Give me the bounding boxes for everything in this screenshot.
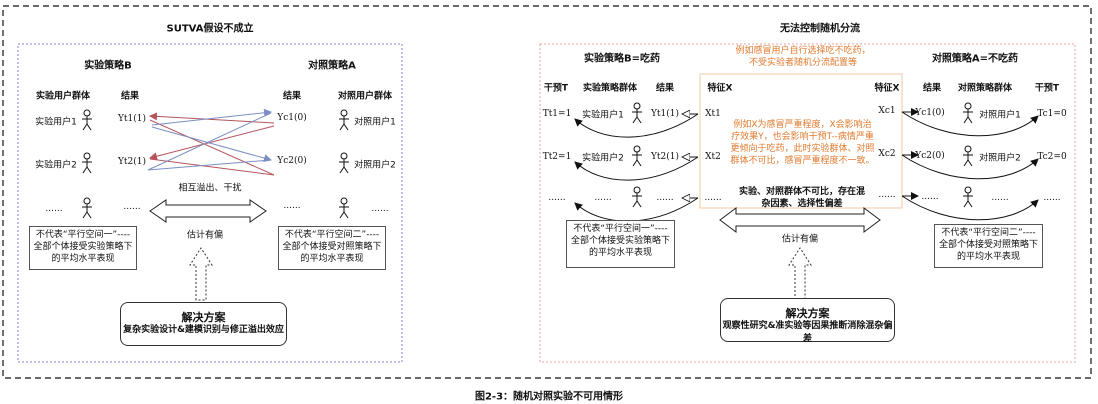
confounder-box — [699, 73, 903, 209]
person-icon — [339, 152, 349, 174]
person-icon — [963, 145, 973, 167]
ctrl-result: Yc2(0) — [277, 156, 307, 166]
figure-caption: 图2-3：随机对照实验不可用情形 — [474, 391, 624, 403]
outer-dashed-frame — [2, 5, 1092, 379]
treat-result: Yt1(1) — [650, 109, 680, 119]
person-icon — [82, 152, 92, 174]
ctrl-user-label: 对照用户1 — [979, 110, 1021, 121]
solution-title: 解决方案 — [785, 307, 830, 320]
t-right: ...... — [1043, 193, 1061, 203]
x-left: ...... — [704, 193, 722, 203]
right-control-title: 对照策略A=不吃药 — [931, 53, 1019, 65]
treat-user-label: 实验用户2 — [582, 153, 624, 164]
ctrl-user-label: 对照用户2 — [354, 160, 396, 171]
left-treatment-title: 实验策略B — [84, 60, 132, 72]
ctrl-user-label: ...... — [991, 193, 1009, 203]
x-right: Xc2 — [878, 149, 896, 159]
ctrl-user-label: ...... — [371, 204, 389, 214]
treat-user-label: ...... — [594, 193, 612, 203]
person-icon — [632, 145, 642, 167]
left-double-arrow — [149, 199, 267, 223]
treat-user-label: 实验用户1 — [582, 110, 624, 121]
header-t-right: 干预T — [1034, 83, 1060, 94]
treat-result: Yt2(1) — [650, 152, 680, 162]
ctrl-result: Yc2(0) — [915, 151, 945, 161]
treatment-assignment-curve — [574, 156, 699, 181]
right-treatment-title: 实验策略B=吃药 — [583, 53, 661, 65]
person-icon — [632, 102, 642, 124]
ctrl-result: Yc1(0) — [915, 108, 945, 118]
person-icon — [339, 109, 349, 131]
ctrl-user-label: 对照用户2 — [979, 153, 1021, 164]
left-bias-label: 估计有偏 — [186, 230, 224, 241]
control-assignment-curve — [901, 154, 1039, 180]
person-icon — [963, 186, 973, 208]
person-icon — [82, 109, 92, 131]
left-dashed-up-arrow — [189, 247, 213, 301]
right-note-box-control: 不代表“平行空间二”----全部个体接受对照策略下的平均水平表现 — [934, 224, 1043, 268]
header-x-left: 特征X — [707, 83, 733, 94]
treat-result: Yt1(1) — [117, 114, 147, 124]
confounder-conclusion: 实验、对照群体不可比，存在混杂因素、选择性偏差 — [738, 187, 865, 209]
header-t-left: 干预T — [543, 83, 569, 94]
treat-user-label: 实验用户2 — [35, 160, 77, 171]
interference-label: 相互溢出、干扰 — [178, 183, 242, 194]
t-right: Tc1=0 — [1037, 109, 1067, 119]
ctrl-result: ...... — [283, 201, 301, 211]
x-left: Xt1 — [705, 109, 721, 119]
t-left: Tt1=1 — [542, 109, 572, 119]
self-selection-note: 例如感冒用户自行选择吃不吃药，不受实验者随机分流配置等 — [735, 46, 871, 68]
header-treat-group: 实验策略群体 — [582, 83, 638, 94]
treat-result: ...... — [656, 193, 674, 203]
right-bias-label: 估计有偏 — [781, 234, 819, 245]
x-right: ...... — [878, 190, 896, 200]
header-ctrl-group: 对照用户群体 — [337, 91, 393, 102]
header-treat-group: 实验用户群体 — [35, 91, 91, 102]
x-left: Xt2 — [705, 152, 721, 162]
ctrl-result: Yc1(0) — [277, 113, 307, 123]
t-left: ...... — [548, 193, 566, 203]
person-icon — [632, 186, 642, 208]
t-right: Tc2=0 — [1037, 152, 1067, 162]
header-ctrl-result: 结果 — [282, 91, 302, 102]
header-ctrl-result: 结果 — [922, 83, 942, 94]
header-x-right: 特征X — [874, 83, 900, 94]
left-control-title: 对照策略A — [308, 60, 356, 72]
header-treat-result: 结果 — [120, 91, 140, 102]
person-icon — [82, 197, 92, 219]
interference-arrows — [147, 108, 275, 176]
left-solution-box: 解决方案 复杂实验设计&建模识别与修正溢出效应 — [120, 302, 287, 346]
right-dashed-up-arrow — [788, 247, 812, 301]
confounder-note: 例如X为感冒严重程度，X会影响治疗效果Y，也会影响干预T--病情严重更倾向于吃药… — [730, 120, 875, 166]
ctrl-result: ...... — [921, 192, 939, 202]
right-panel-frame — [539, 43, 1076, 363]
solution-text: 观察性研究&准实验等因果推断消除混杂偏差 — [722, 321, 893, 344]
header-ctrl-group: 对照策略群体 — [957, 83, 1013, 94]
treat-user-label: ...... — [45, 204, 63, 214]
header-treat-result: 结果 — [655, 83, 675, 94]
control-assignment-curve — [901, 111, 1039, 137]
left-note-box: 不代表“平行空间一”----全部个体接受实验策略下的平均水平表现 — [29, 226, 137, 270]
left-note-box-control: 不代表“平行空间二”----全部个体接受对照策略下的平均水平表现 — [278, 226, 386, 270]
treat-user-label: 实验用户1 — [35, 117, 77, 128]
treat-result: ...... — [123, 202, 141, 212]
right-double-arrow — [719, 207, 881, 233]
ctrl-user-label: 对照用户1 — [354, 117, 396, 128]
t-left: Tt2=1 — [542, 152, 572, 162]
treat-result: Yt2(1) — [117, 157, 147, 167]
left-title: SUTVA假设不成立 — [166, 23, 254, 35]
solution-text: 复杂实验设计&建模识别与修正溢出效应 — [123, 325, 284, 335]
person-icon — [963, 102, 973, 124]
left-panel-frame — [17, 43, 403, 363]
x-right: Xc1 — [878, 106, 896, 116]
right-note-box: 不代表“平行空间一”----全部个体接受实验策略下的平均水平表现 — [566, 220, 675, 268]
person-icon — [339, 197, 349, 219]
right-solution-box: 解决方案 观察性研究&准实验等因果推断消除混杂偏差 — [720, 298, 895, 344]
solution-title: 解决方案 — [181, 311, 226, 324]
control-assignment-curve — [901, 195, 1039, 221]
right-title: 无法控制随机分流 — [780, 23, 860, 35]
treatment-assignment-curve — [574, 113, 699, 138]
